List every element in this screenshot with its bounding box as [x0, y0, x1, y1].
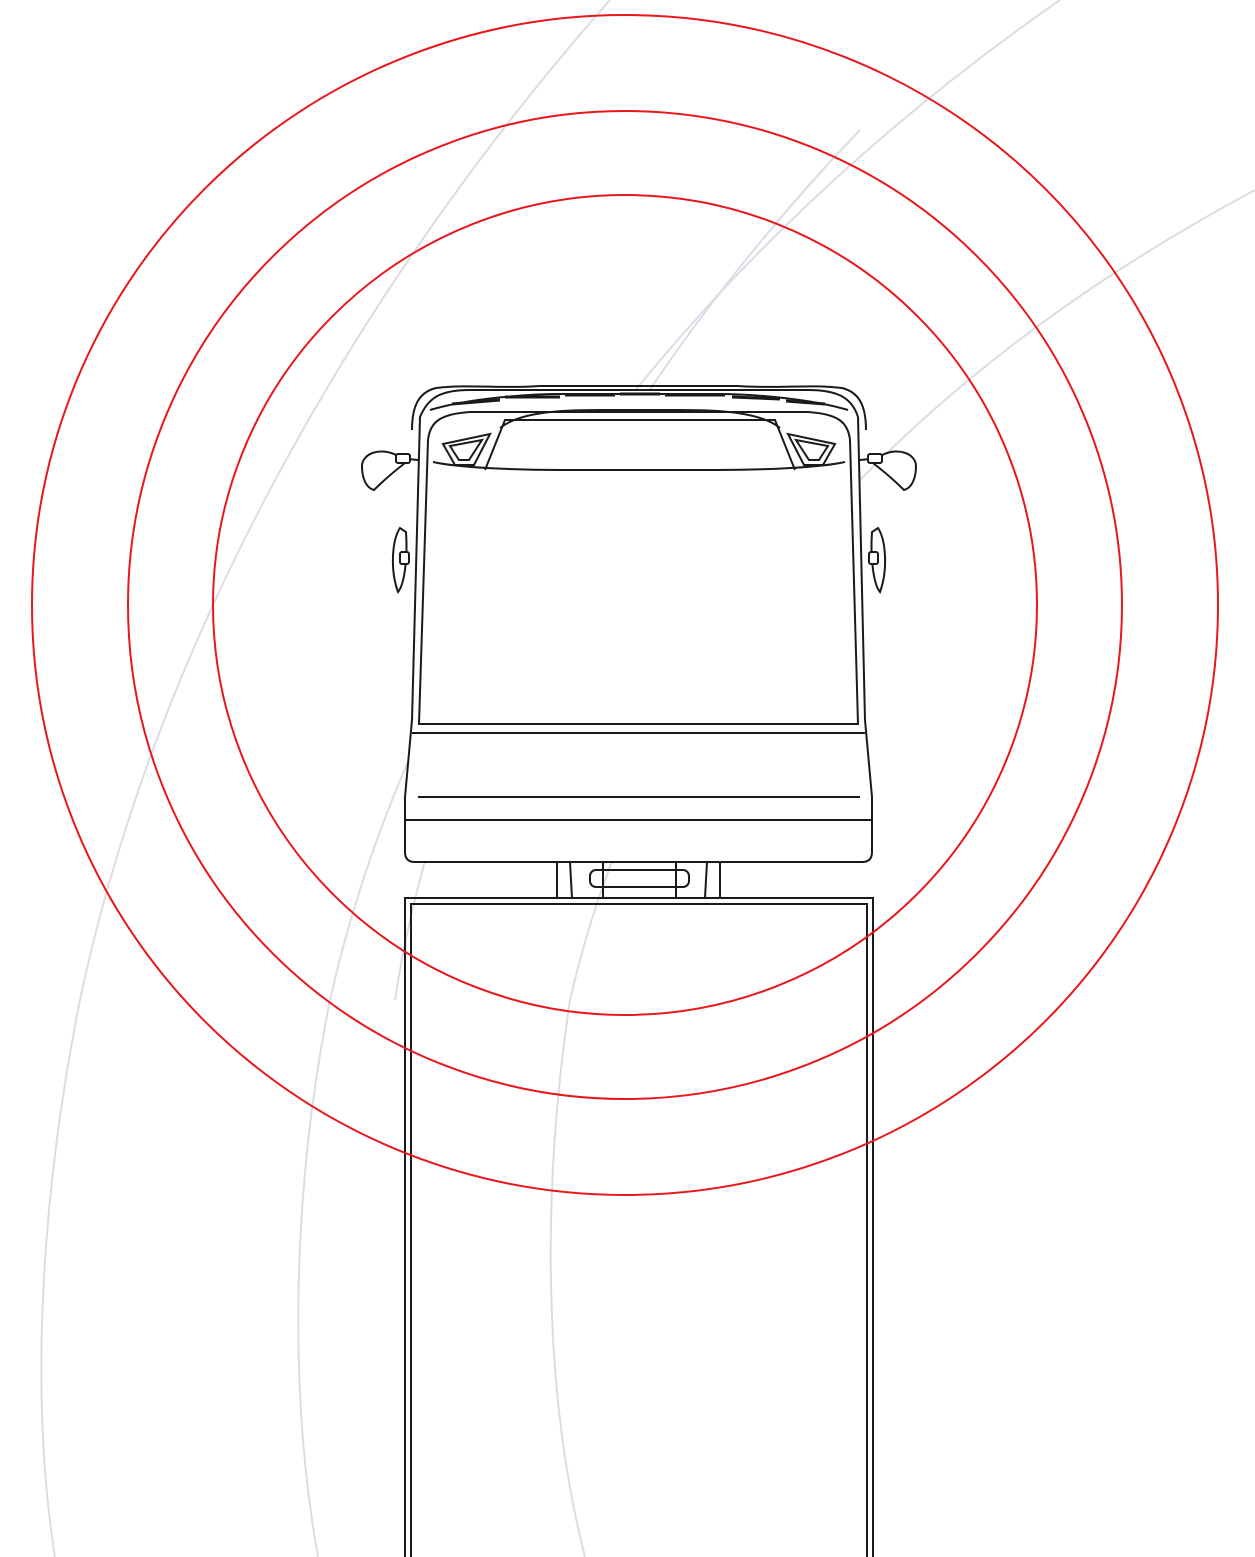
- background-arc: [297, 0, 1061, 1557]
- background-arc: [549, 189, 1255, 1557]
- roof-deflector: [411, 385, 867, 431]
- mirrors: [360, 450, 918, 594]
- signal-rings: [31, 14, 1219, 1196]
- windshield-frame: [417, 411, 860, 725]
- right-mirror: [871, 450, 918, 492]
- trailer-outer-outline: [404, 897, 874, 1557]
- left-mirror-mount: [395, 453, 411, 464]
- left-mirror: [360, 450, 407, 492]
- coupling-plate: [589, 869, 690, 888]
- cab-body-outline: [404, 389, 873, 863]
- sun-visor-top: [499, 409, 781, 429]
- signal-ring-outer: [31, 14, 1219, 1196]
- fifth-wheel-coupling: [556, 861, 721, 899]
- right-roof-light: [786, 432, 837, 466]
- trailer: [404, 897, 874, 1557]
- left-side-mirror-mount: [399, 551, 410, 565]
- windshield-lower-edge: [432, 461, 846, 471]
- trailer-inner-outline: [410, 903, 868, 1557]
- signal-ring-inner: [212, 194, 1038, 1016]
- right-mirror-mount: [867, 453, 883, 464]
- background-arc: [40, 0, 611, 1557]
- left-roof-light: [441, 432, 492, 466]
- background-arcs: [40, 0, 1255, 1557]
- roof-marker-lights: [451, 392, 826, 406]
- signal-ring-middle: [127, 110, 1123, 1100]
- sun-visor: [484, 419, 796, 471]
- truck-cab: [404, 385, 873, 863]
- right-side-mirror-mount: [868, 551, 879, 565]
- left-roof-light-inner: [448, 438, 485, 461]
- right-roof-light-inner: [793, 438, 830, 461]
